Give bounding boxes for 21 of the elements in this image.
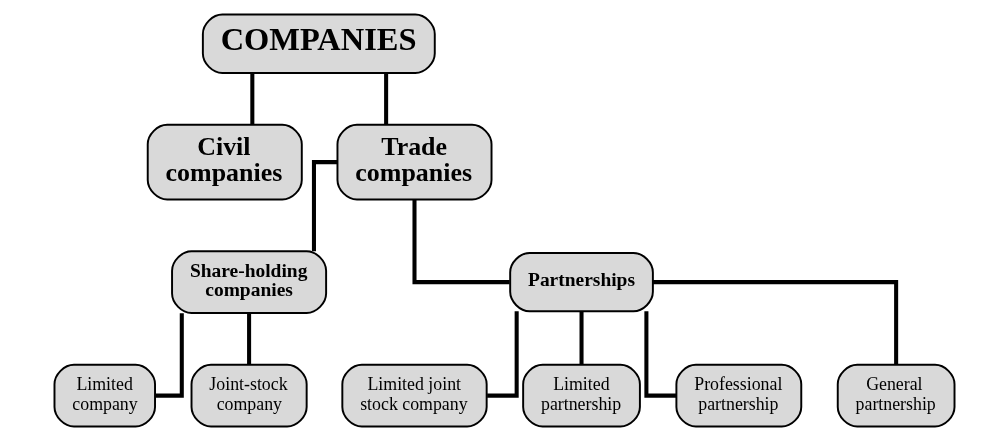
connector [486,311,519,398]
node-box: Professional partnership [674,363,802,428]
connector [579,311,584,365]
connector [383,73,388,125]
node-box: Partnerships [508,251,654,313]
node-box: General partnership [836,363,955,428]
node-box: Share-holding companies [170,250,327,314]
connector [246,313,251,365]
node-box: Limited company [53,363,156,428]
node-box: Limited joint stock company [340,363,488,428]
connector [154,313,184,398]
connector [249,73,254,125]
node-box: Trade companies [336,123,492,201]
node-box: Civil companies [146,123,303,201]
connector [311,160,337,252]
node-box: Joint-stock company [190,363,308,428]
connector [643,311,676,398]
connector [411,199,510,285]
connector [652,280,898,365]
node-box: COMPANIES [201,13,436,74]
node-box: Limited partnership [521,363,641,428]
